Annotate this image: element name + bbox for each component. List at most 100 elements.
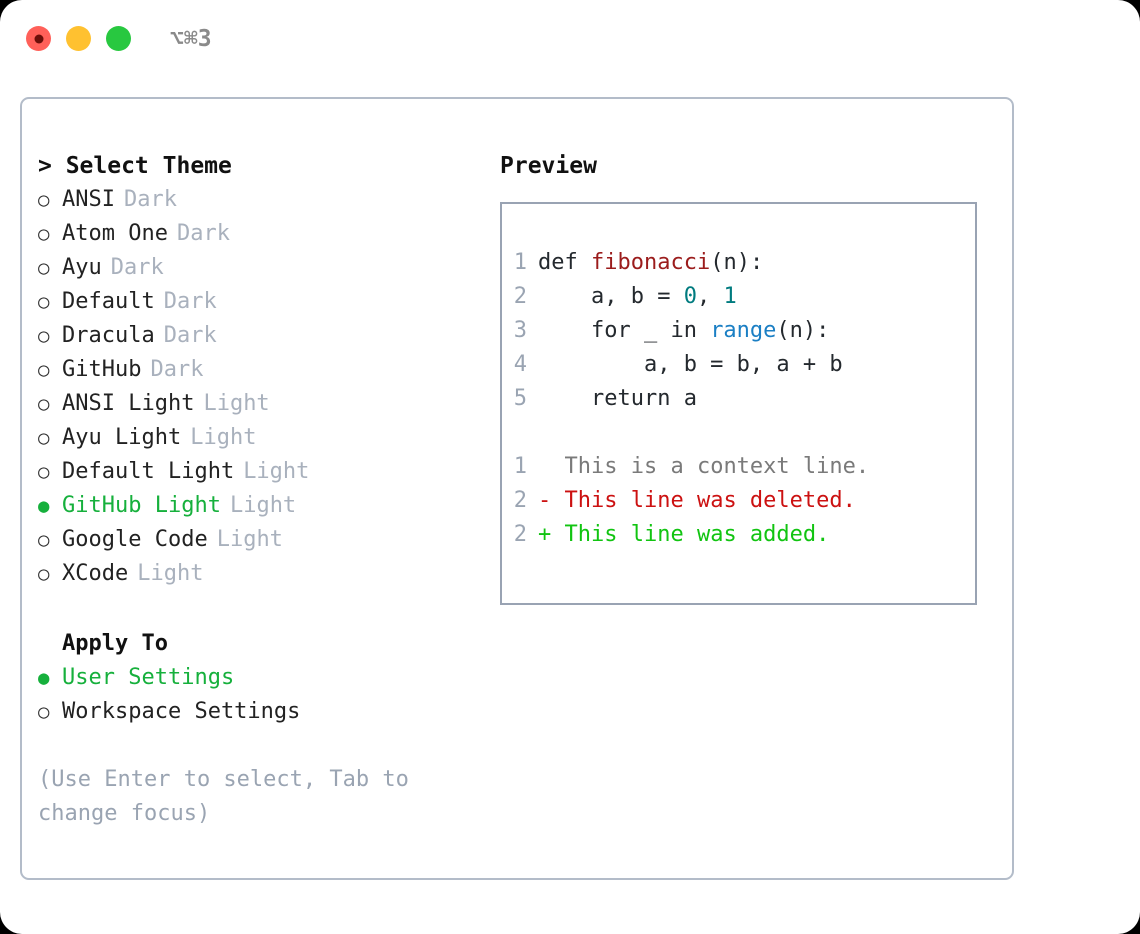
code-line-content: a, b = b, a + b	[538, 348, 843, 382]
theme-option-label: Dracula	[62, 323, 155, 348]
theme-option-label: GitHub Light	[62, 493, 221, 518]
code-token-plain: ,	[696, 284, 724, 309]
theme-option-row[interactable]: ○ Default Light Light	[38, 455, 488, 489]
theme-option-label: XCode	[62, 561, 129, 586]
theme-option-variant: Light	[190, 425, 257, 450]
radio-unselected-icon: ○	[38, 461, 50, 483]
radio-unselected-icon: ○	[38, 223, 50, 245]
code-token-plain: (n):	[776, 318, 830, 343]
theme-option-label: Ayu Light	[62, 425, 182, 450]
code-line-content: a, b = 0, 1	[538, 280, 737, 314]
code-line: 2 a, b = 0, 1	[502, 280, 975, 314]
code-token-num: 1	[723, 284, 737, 309]
recording-indicator-icon	[34, 34, 43, 43]
theme-option-variant: Dark	[150, 357, 204, 382]
diff-line-text: This line was added.	[564, 522, 830, 547]
radio-unselected-icon: ○	[38, 359, 50, 381]
theme-option-row[interactable]: ○ ANSI Light Light	[38, 387, 488, 421]
code-token-num: 0	[683, 284, 697, 309]
theme-option-row[interactable]: ○ Ayu Light Light	[38, 421, 488, 455]
diff-line-text: This line was deleted.	[564, 488, 856, 513]
theme-option-label: Google Code	[62, 527, 208, 552]
code-token-plain: a, b = b, a + b	[538, 352, 843, 377]
theme-option-row[interactable]: ○ GitHub Dark	[38, 353, 488, 387]
theme-option-label: Default	[62, 289, 155, 314]
radio-unselected-icon: ○	[38, 189, 50, 211]
code-line-content: def fibonacci(n):	[538, 246, 763, 280]
diff-line: 1 This is a context line.	[502, 450, 975, 484]
theme-option-variant: Dark	[110, 255, 164, 280]
radio-unselected-icon: ○	[38, 427, 50, 449]
line-number: 2	[513, 522, 527, 547]
theme-option-row[interactable]: ○ Default Dark	[38, 285, 488, 319]
line-number: 2	[513, 284, 527, 309]
maximize-button[interactable]	[106, 26, 131, 51]
theme-option-label: GitHub	[62, 357, 142, 382]
radio-unselected-icon: ○	[38, 257, 50, 279]
code-line: 3 for _ in range(n):	[502, 314, 975, 348]
code-token-plain: for _ in	[538, 318, 711, 343]
code-line: 5 return a	[502, 382, 975, 416]
close-button[interactable]	[26, 26, 51, 51]
code-token-plain: def	[538, 250, 591, 275]
apply-to-option-label: Workspace Settings	[62, 699, 301, 724]
code-token-fn: fibonacci	[590, 250, 711, 275]
title-bar: ⌥⌘3	[0, 0, 1140, 78]
theme-option-row[interactable]: ○ Atom One Dark	[38, 217, 488, 251]
theme-option-row[interactable]: ○ Dracula Dark	[38, 319, 488, 353]
theme-option-variant: Light	[216, 527, 283, 552]
line-number: 5	[513, 386, 527, 411]
line-number: 4	[513, 352, 527, 377]
code-token-plain: a, b =	[538, 284, 684, 309]
code-line-content: return a	[538, 382, 697, 416]
code-line: 4 a, b = b, a + b	[502, 348, 975, 382]
radio-unselected-icon: ○	[38, 291, 50, 313]
line-number: 2	[513, 488, 527, 513]
theme-option-variant: Dark	[163, 289, 217, 314]
theme-option-variant: Dark	[163, 323, 217, 348]
theme-option-variant: Light	[243, 459, 310, 484]
apply-to-option-row[interactable]: ○ Workspace Settings	[38, 695, 488, 729]
diff-marker: +	[538, 522, 565, 547]
code-diff-separator	[502, 416, 975, 450]
apply-to-option-label: User Settings	[62, 665, 235, 690]
diff-line: 2- This line was deleted.	[502, 484, 975, 518]
keyboard-hint-text: (Use Enter to select, Tab to change focu…	[38, 767, 409, 826]
theme-option-variant: Dark	[176, 221, 230, 246]
apply-to-option-row[interactable]: ● User Settings	[38, 661, 488, 695]
radio-unselected-icon: ○	[38, 393, 50, 415]
diff-marker: -	[538, 488, 565, 513]
apply-to-list[interactable]: ● User Settings ○ Workspace Settings	[38, 661, 488, 729]
radio-unselected-icon: ○	[38, 529, 50, 551]
apply-to-heading: Apply To	[62, 631, 168, 656]
diff-marker	[538, 450, 565, 484]
theme-option-variant: Light	[229, 493, 297, 518]
select-theme-heading: > Select Theme	[38, 153, 232, 179]
minimize-button[interactable]	[66, 26, 91, 51]
theme-option-label: Default Light	[62, 459, 235, 484]
code-line-content: for _ in range(n):	[538, 314, 829, 348]
diff-line: 2 + This line was added.	[502, 518, 975, 552]
radio-unselected-icon: ○	[38, 701, 50, 723]
theme-option-label: ANSI	[62, 187, 115, 212]
radio-selected-icon: ●	[38, 667, 50, 689]
radio-unselected-icon: ○	[38, 325, 50, 347]
keyboard-shortcut-label: ⌥⌘3	[170, 26, 212, 52]
diff-sample: 1 This is a context line.2- This line wa…	[502, 450, 975, 552]
theme-option-variant: Light	[203, 391, 270, 416]
theme-option-label: Atom One	[62, 221, 168, 246]
theme-option-row[interactable]: ○ Google Code Light	[38, 523, 488, 557]
theme-option-label: ANSI Light	[62, 391, 195, 416]
code-token-builtin: range	[710, 318, 777, 343]
